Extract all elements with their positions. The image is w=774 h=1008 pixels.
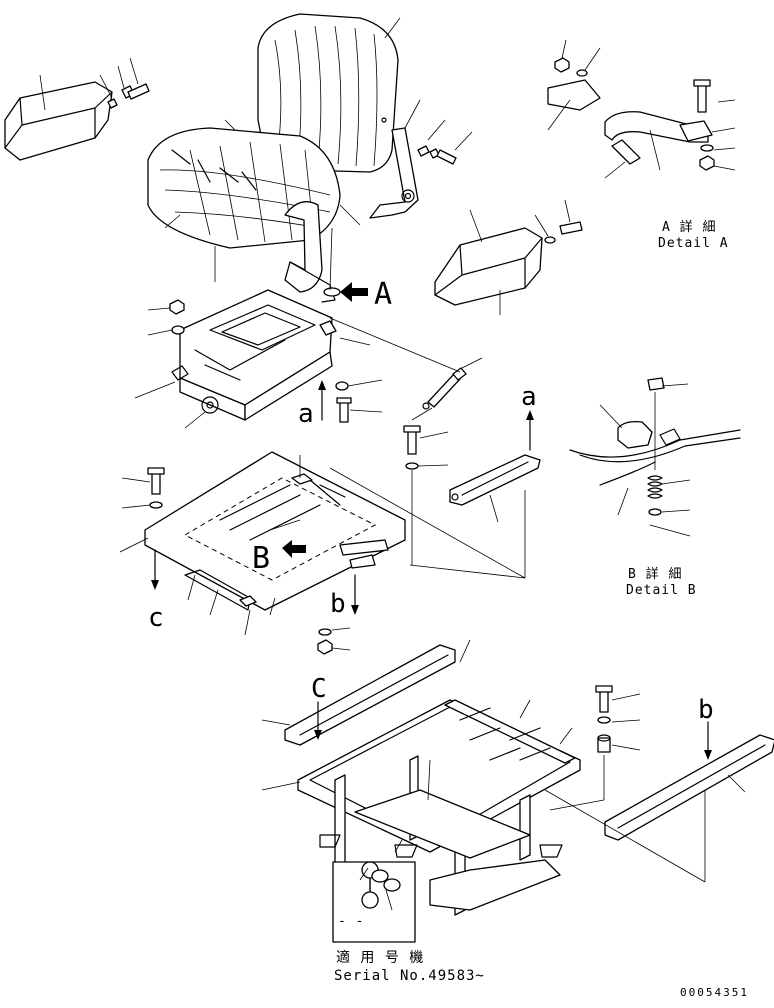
arrow-c-down-lower	[314, 701, 322, 740]
callout-label-b-lower: b	[330, 589, 346, 619]
callout-label-a-right: a	[521, 382, 537, 412]
callout-label-c: c	[148, 603, 164, 633]
arrow-c-down	[151, 549, 159, 590]
detail-b-title-jp: B 詳 細	[628, 566, 682, 582]
callout-label-b: B	[252, 541, 270, 576]
arrow-a-up	[318, 380, 326, 421]
callout-label-a: A	[374, 277, 392, 312]
slide-rail-lower	[604, 734, 774, 841]
armrest-left	[4, 74, 113, 161]
stand-hardware	[261, 639, 641, 811]
applicable-serial-number: Serial No.49583~	[334, 968, 485, 984]
inset-marks: - -	[338, 914, 364, 929]
bolt-armrest-right	[534, 199, 583, 244]
callout-label-b-right: b	[698, 695, 714, 725]
arrow-callout-a	[340, 282, 368, 302]
detail-a-title-jp: A 詳 細	[662, 219, 716, 235]
gas-spring	[329, 317, 483, 421]
detail-a-title-en: Detail A	[658, 236, 729, 251]
armrest-right	[434, 209, 543, 315]
bolt-armrest-left	[99, 57, 150, 109]
arrow-b-down	[351, 574, 359, 615]
seat-suspension	[171, 289, 337, 421]
serial-inset-box	[332, 839, 416, 943]
drawing-code: 00054351	[680, 986, 749, 999]
callout-label-c-lower: C	[311, 674, 327, 704]
seat-backrest	[257, 13, 401, 173]
arrow-a-up-right	[526, 410, 534, 451]
arrow-b-down-right	[704, 721, 712, 760]
suspension-hardware	[134, 299, 383, 429]
applicable-serial-jp: 適 用 号 機	[336, 949, 424, 966]
detail-b-title-en: Detail B	[626, 583, 697, 598]
slide-rail-upper	[449, 454, 541, 523]
seat-stand-frame	[284, 644, 581, 916]
callout-label-a-lower: a	[298, 399, 314, 429]
arrow-callout-b	[282, 540, 306, 558]
armrest-right-pivot	[284, 201, 361, 303]
seat-hinge-bracket	[369, 99, 473, 219]
detail-a-assembly	[547, 39, 736, 179]
mount-plate	[144, 451, 406, 611]
detail-b-assembly	[569, 377, 741, 537]
mount-plate-hardware	[119, 425, 449, 655]
